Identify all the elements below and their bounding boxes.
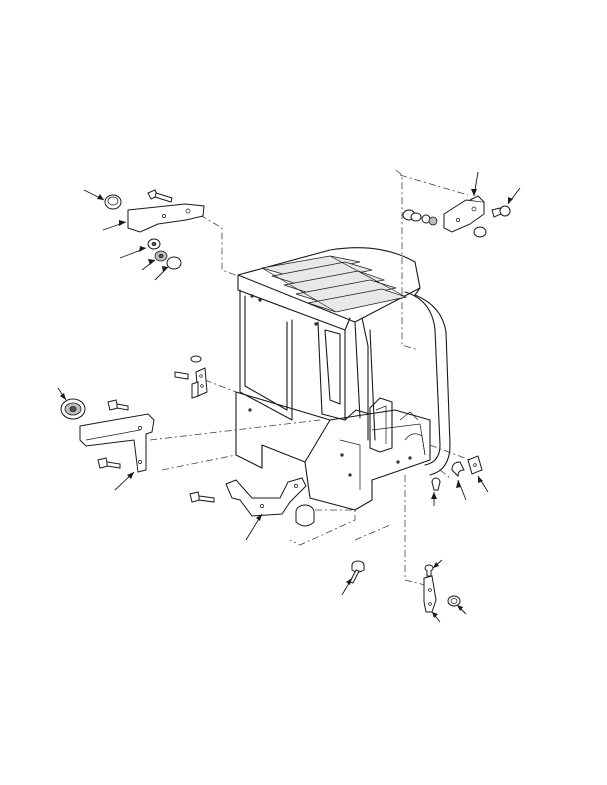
nut-top-left	[154, 250, 168, 262]
rubber-mount-top-right	[402, 209, 422, 222]
hinge-assembly-left	[174, 355, 208, 399]
bolt-left-upper	[107, 399, 129, 411]
bolt-top-left	[147, 189, 173, 203]
cab-bolt-dots	[248, 294, 412, 477]
front-lower-mount-assembly	[189, 477, 315, 541]
bolt-top-right	[491, 205, 511, 218]
strap-bracket-bottom-right	[423, 575, 437, 613]
bracket-plate-top-left	[127, 203, 205, 233]
elbow-fitting-right	[451, 461, 465, 478]
right-latch-assembly	[431, 455, 489, 506]
washers-top-right	[421, 214, 438, 226]
cap-top-right-lower	[473, 226, 487, 238]
latch-plate-right	[467, 455, 483, 475]
roof-guard-slats	[261, 255, 408, 313]
bolt-front-lower	[189, 491, 215, 503]
washer-top-left	[147, 238, 161, 250]
rubber-isolator-left	[60, 398, 86, 420]
cap-bottom-right	[447, 595, 461, 607]
cab-frame	[235, 247, 451, 511]
bottom-right-strap-assembly	[423, 559, 467, 623]
screw-bottom-right	[424, 564, 434, 577]
rubber-isolator-front	[295, 504, 315, 527]
top-right-mount-assembly	[402, 171, 521, 238]
dome-cap-top-left	[166, 256, 182, 270]
top-left-mount-assembly	[83, 189, 205, 281]
assembly-lines	[149, 169, 471, 586]
bracket-plate-top-right	[443, 199, 485, 233]
rubber-cap-upper	[104, 194, 122, 210]
pin-right	[431, 477, 441, 491]
left-mount-assembly	[57, 387, 155, 491]
bolt-left-lower	[97, 457, 121, 469]
bracket-left	[79, 413, 155, 473]
bolt-bottom-center	[341, 560, 365, 596]
bracket-front-lower	[225, 477, 307, 517]
